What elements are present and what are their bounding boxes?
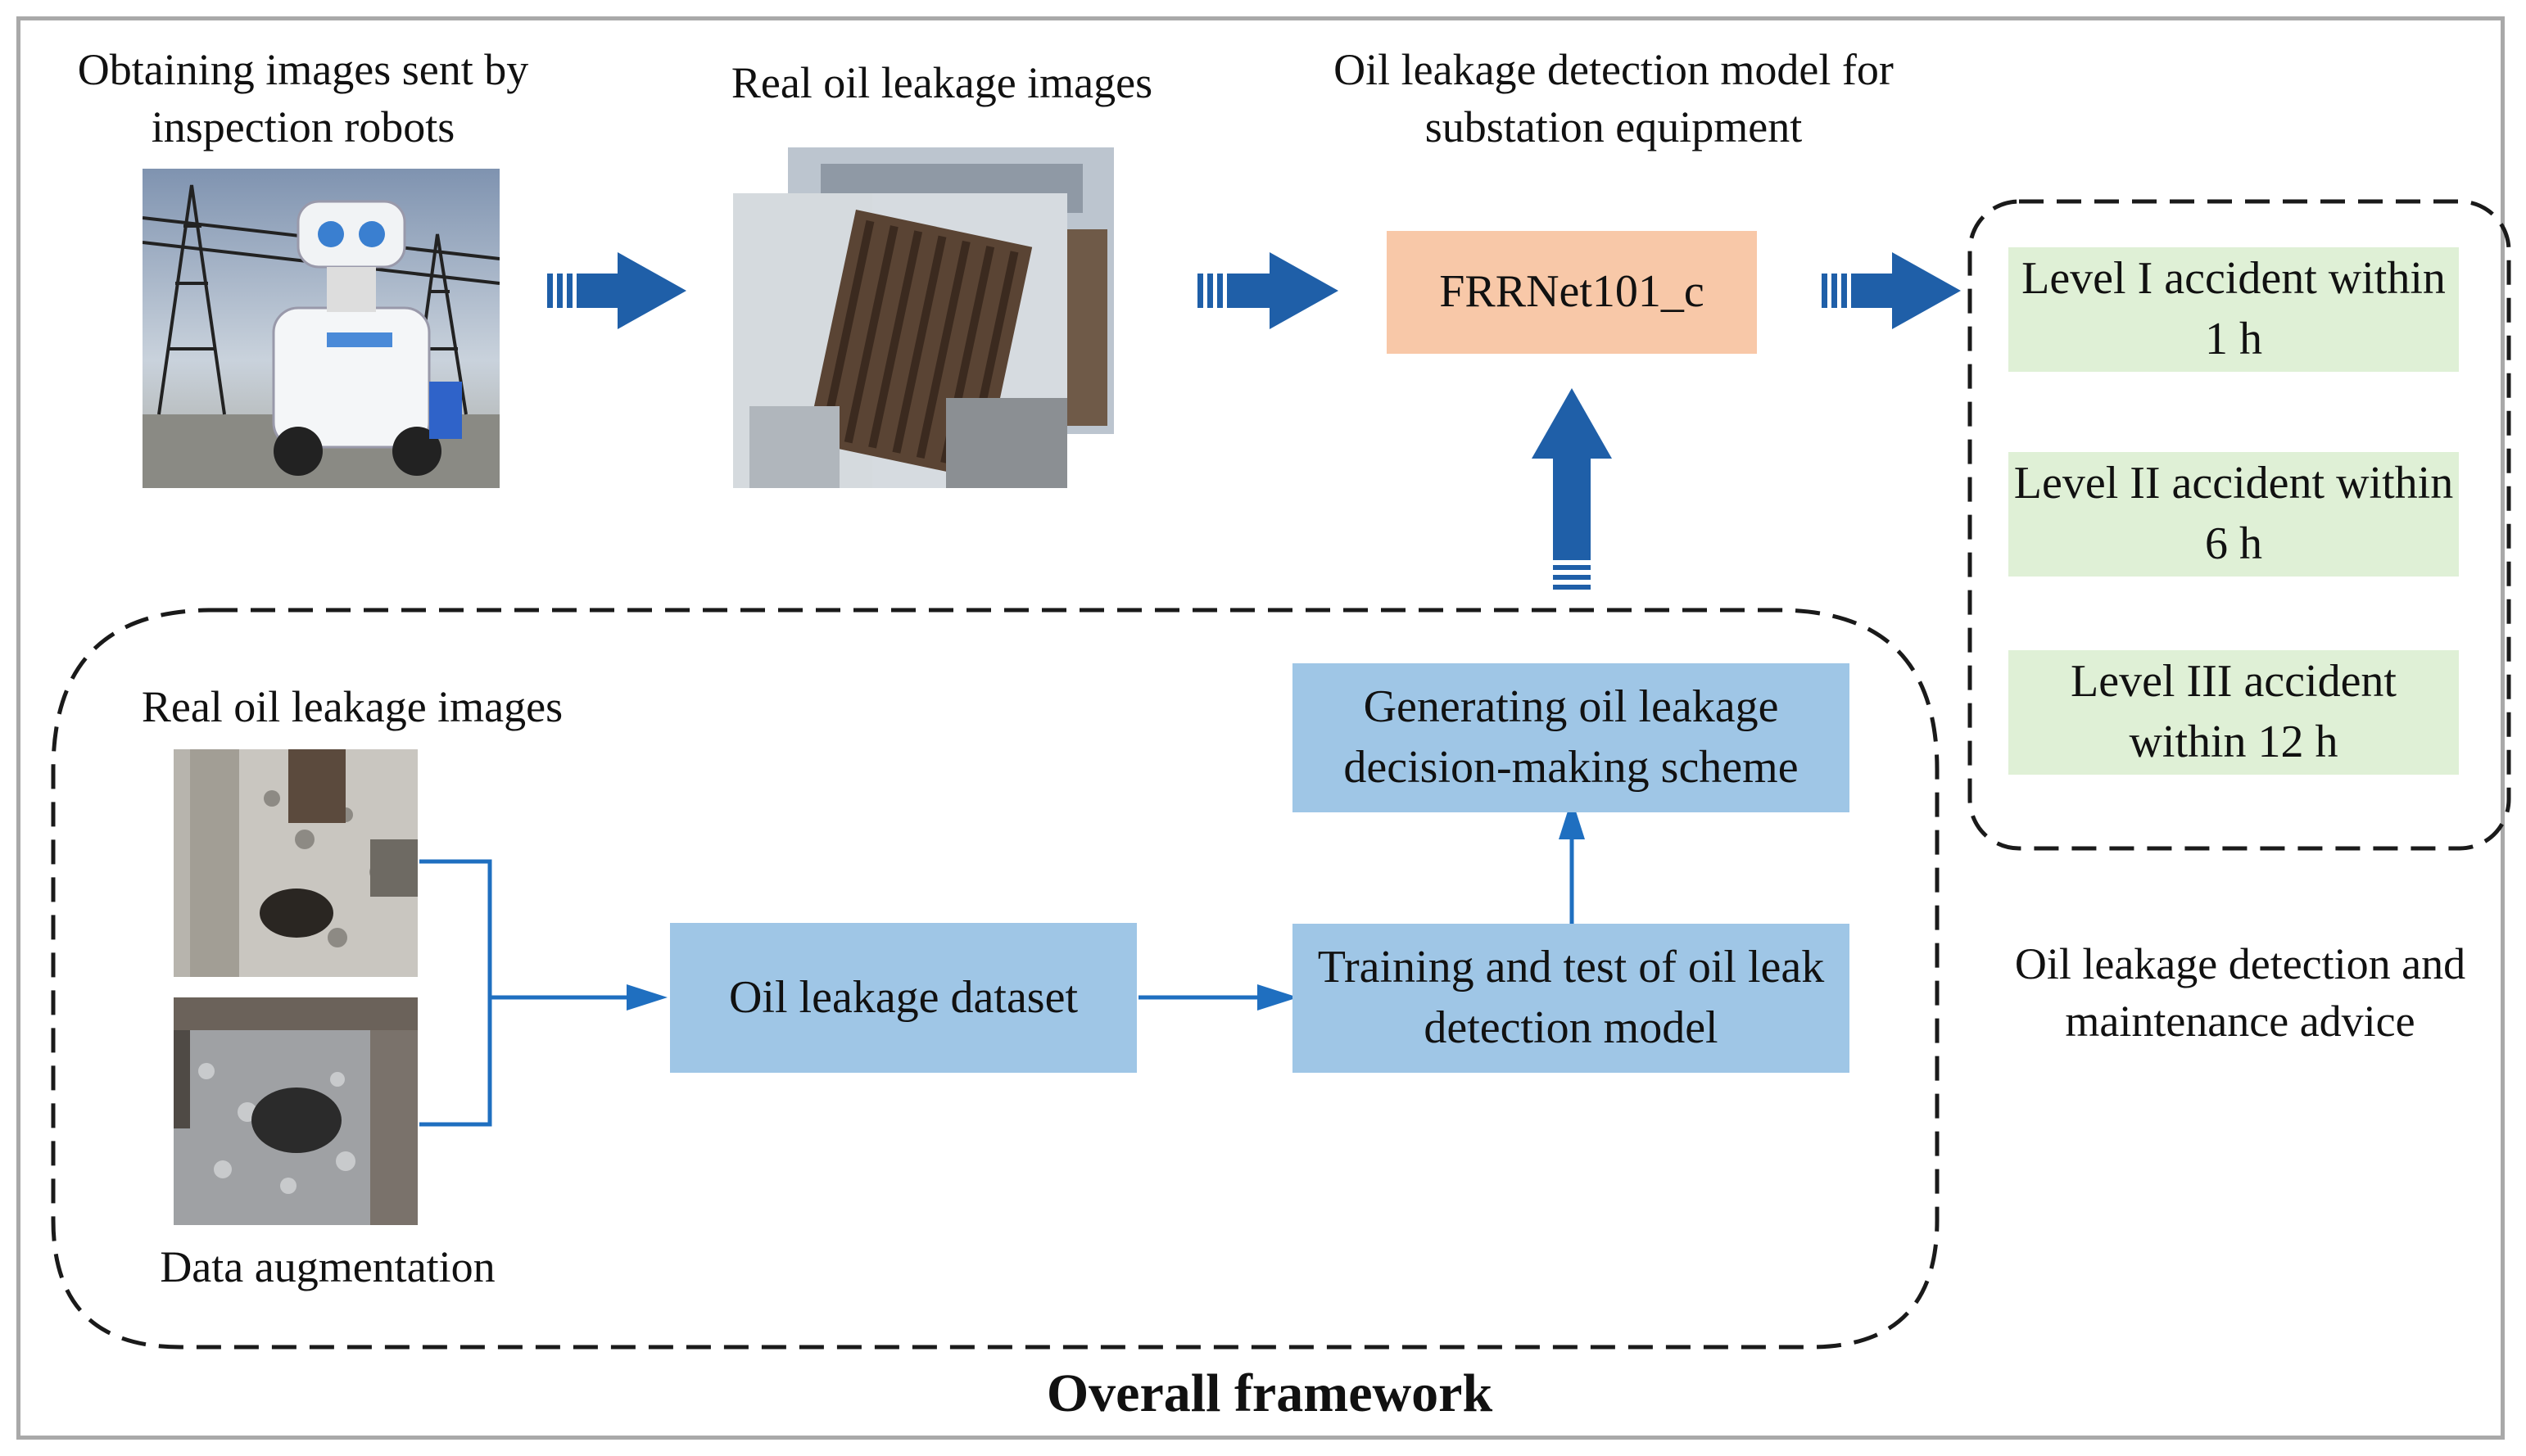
arrow-robot-to-images	[547, 252, 686, 329]
framework-real-images-label: Real oil leakage images	[141, 682, 564, 731]
scheme-box: Generating oil leakage decision-making s…	[1292, 663, 1849, 812]
arrow-model-to-levels	[1822, 252, 1961, 329]
level-3-box: Level III accident within 12 h	[2008, 650, 2459, 775]
data-augmentation-label: Data augmentation	[160, 1242, 496, 1291]
arrowhead-to-training	[1257, 984, 1298, 1011]
obtaining-images-label: Obtaining images sent by inspection robo…	[77, 45, 529, 152]
arrow-images-to-model	[1197, 252, 1338, 329]
arrowhead-to-scheme	[1559, 798, 1585, 839]
real-images-top-label: Real oil leakage images	[731, 58, 1153, 107]
framework-title: Overall framework	[1046, 1363, 1493, 1423]
arrow-framework-to-model	[1532, 388, 1612, 590]
model-box: FRRNet101_c	[1387, 231, 1757, 354]
inspection-robot-image	[143, 169, 500, 488]
outer-frame	[16, 16, 2505, 1440]
oil-leakage-image-front	[733, 193, 1067, 488]
augmented-image-bottom	[174, 997, 418, 1225]
dataset-box: Oil leakage dataset	[670, 923, 1137, 1073]
model-label: Oil leakage detection model for substati…	[1333, 45, 1894, 152]
bracket-connector	[419, 859, 627, 1127]
training-box: Training and test of oil leak detection …	[1292, 924, 1849, 1073]
level-2-box: Level II accident within 6 h	[2008, 452, 2459, 577]
advice-label: Oil leakage detection and maintenance ad…	[2014, 939, 2466, 1047]
level-1-box: Level I accident within 1 h	[2008, 247, 2459, 372]
levels-dashed-box	[1967, 199, 2511, 851]
arrowhead-to-dataset	[627, 984, 668, 1011]
augmented-image-top	[174, 749, 418, 977]
